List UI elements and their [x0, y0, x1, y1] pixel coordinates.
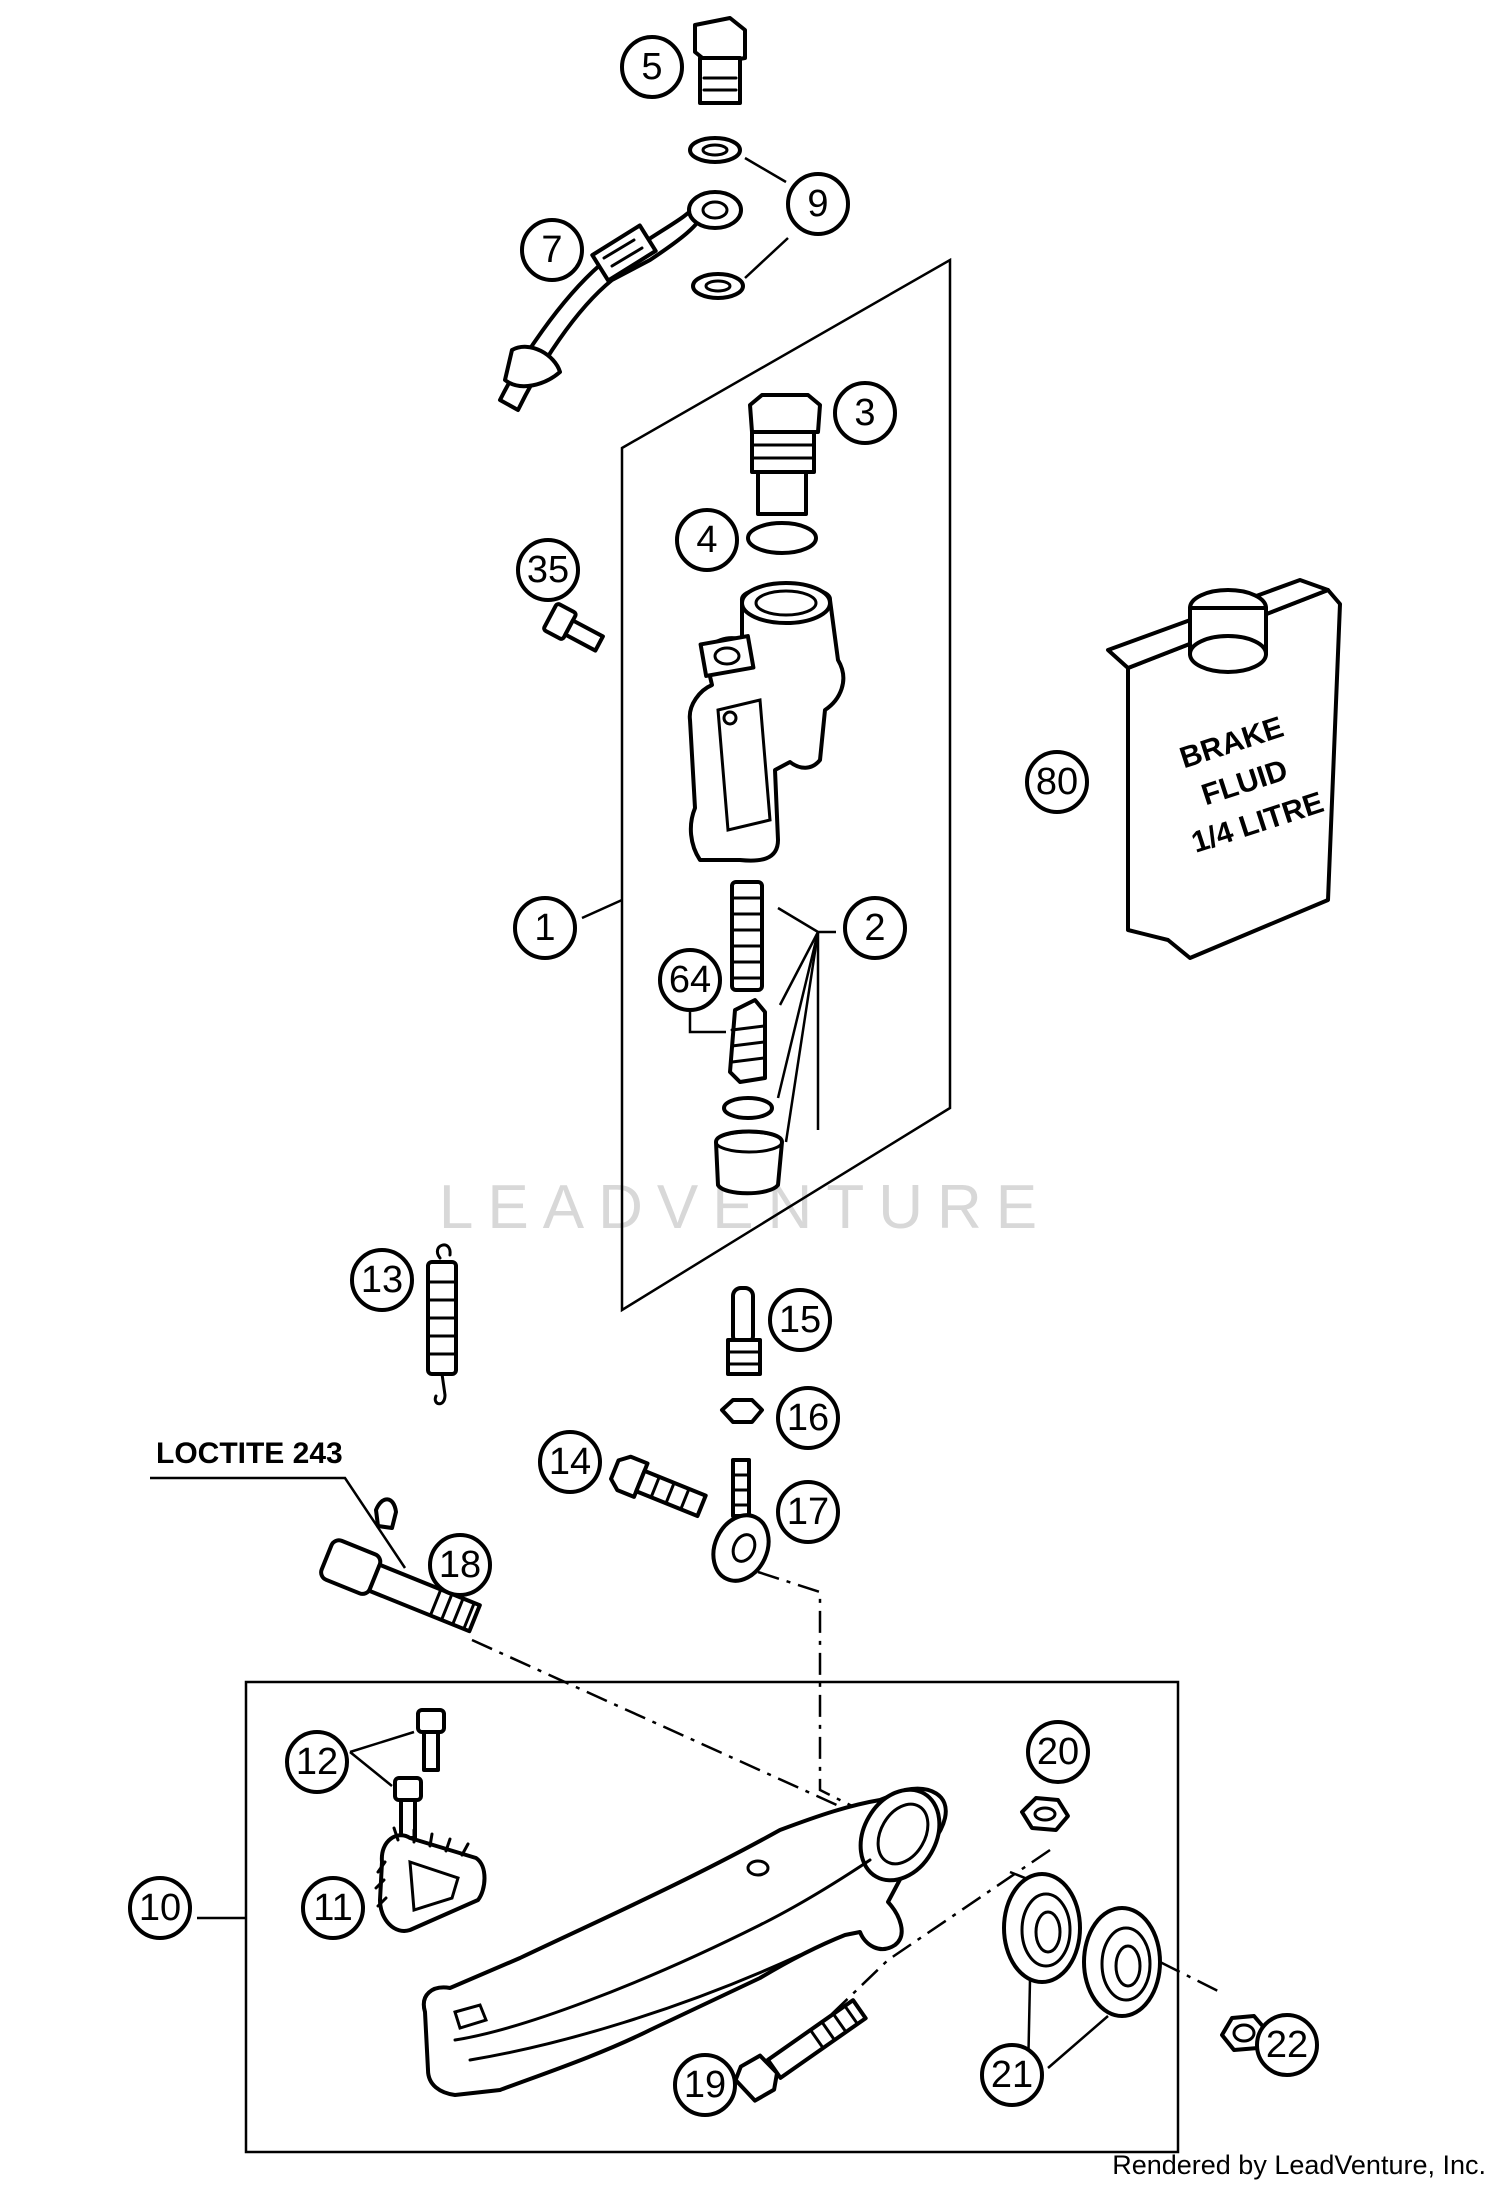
svg-text:18: 18	[439, 1544, 481, 1586]
callout-21: 21	[980, 2043, 1044, 2107]
callout-3: 3	[833, 381, 897, 445]
svg-text:5: 5	[641, 46, 662, 88]
nut-16-part	[720, 1398, 764, 1424]
callout-2: 2	[843, 896, 907, 960]
callout-15: 15	[768, 1288, 832, 1352]
svg-text:21: 21	[991, 2054, 1033, 2096]
svg-text:16: 16	[787, 1397, 829, 1439]
brake-step-plate-part	[374, 1826, 487, 1933]
callout-11: 11	[301, 1876, 365, 1940]
callout-1: 1	[513, 896, 577, 960]
nut-20-part	[1020, 1796, 1070, 1832]
screw-12-lower-part	[393, 1776, 423, 1840]
svg-text:15: 15	[779, 1299, 821, 1341]
loctite-drop-icon	[374, 1497, 398, 1530]
callout-35: 35	[516, 538, 580, 602]
callout-9: 9	[786, 172, 850, 236]
svg-text:9: 9	[807, 183, 828, 225]
screw-35-part	[542, 602, 605, 653]
svg-text:7: 7	[541, 229, 562, 271]
svg-text:10: 10	[139, 1887, 181, 1929]
svg-text:64: 64	[669, 959, 711, 1001]
bearing-21-right-part	[1082, 1906, 1162, 2018]
svg-text:12: 12	[296, 1741, 338, 1783]
svg-text:17: 17	[787, 1491, 829, 1533]
return-spring-part	[426, 1243, 458, 1406]
pivot-bolt-part	[319, 1538, 482, 1634]
bearing-axis-line-2	[1159, 1960, 1221, 1994]
callout-5: 5	[620, 35, 684, 99]
svg-text:11: 11	[313, 1887, 352, 1929]
svg-text:13: 13	[361, 1259, 403, 1301]
rendered-by-credit: Rendered by LeadVenture, Inc.	[1112, 2150, 1486, 2180]
bearing-axis-line-1	[1009, 1870, 1056, 1892]
svg-text:3: 3	[854, 392, 875, 434]
loctite-note: LOCTITE 243	[156, 1437, 343, 1470]
brake-fluid-container-part: BRAKE FLUID 1/4 LITRE	[1106, 578, 1342, 960]
callout-22: 22	[1255, 2013, 1319, 2077]
callout-18: 18	[428, 1533, 492, 1597]
svg-text:14: 14	[549, 1441, 591, 1483]
master-cylinder-assembly-panel	[620, 257, 952, 1313]
washer-lower-part	[691, 272, 745, 300]
callout-7: 7	[520, 218, 584, 282]
callout-80: 80	[1025, 750, 1089, 814]
svg-text:1: 1	[534, 907, 555, 949]
screw-12-upper-part	[416, 1708, 446, 1772]
o-ring-part	[746, 521, 818, 555]
svg-text:35: 35	[527, 549, 569, 591]
callout-20: 20	[1026, 1720, 1090, 1784]
svg-text:20: 20	[1037, 1731, 1079, 1773]
push-rod-part	[726, 1286, 762, 1376]
callout-16: 16	[776, 1386, 840, 1450]
callout-19: 19	[673, 2053, 737, 2117]
loctite-leader-line	[150, 1476, 407, 1569]
reservoir-fitting-part	[748, 393, 822, 516]
brake-hose-part	[498, 190, 743, 412]
master-cylinder-body-part	[687, 581, 846, 863]
svg-text:2: 2	[864, 907, 885, 949]
callout-14: 14	[538, 1430, 602, 1494]
svg-text:80: 80	[1036, 761, 1078, 803]
svg-text:4: 4	[696, 519, 717, 561]
callout-64: 64	[658, 948, 722, 1012]
rod-end-part	[711, 1458, 771, 1583]
piston-kit-part	[714, 880, 784, 1196]
bolt-19-part	[733, 1998, 868, 2103]
callout-10: 10	[128, 1876, 192, 1940]
brake-pedal-lever-part	[421, 1786, 948, 2097]
bolt-14-part	[609, 1454, 708, 1518]
callout-4: 4	[675, 508, 739, 572]
banjo-bolt-part	[693, 16, 747, 105]
bearing-21-left-part	[1002, 1872, 1082, 1984]
rod-end-axis-line	[757, 1570, 901, 1832]
callout-17: 17	[776, 1480, 840, 1544]
svg-text:22: 22	[1266, 2024, 1308, 2066]
pivot-axis-line	[471, 1638, 871, 1822]
callout-13: 13	[350, 1248, 414, 1312]
callout-12: 12	[285, 1730, 349, 1794]
svg-text:19: 19	[684, 2064, 726, 2106]
washer-upper-part	[688, 136, 742, 164]
